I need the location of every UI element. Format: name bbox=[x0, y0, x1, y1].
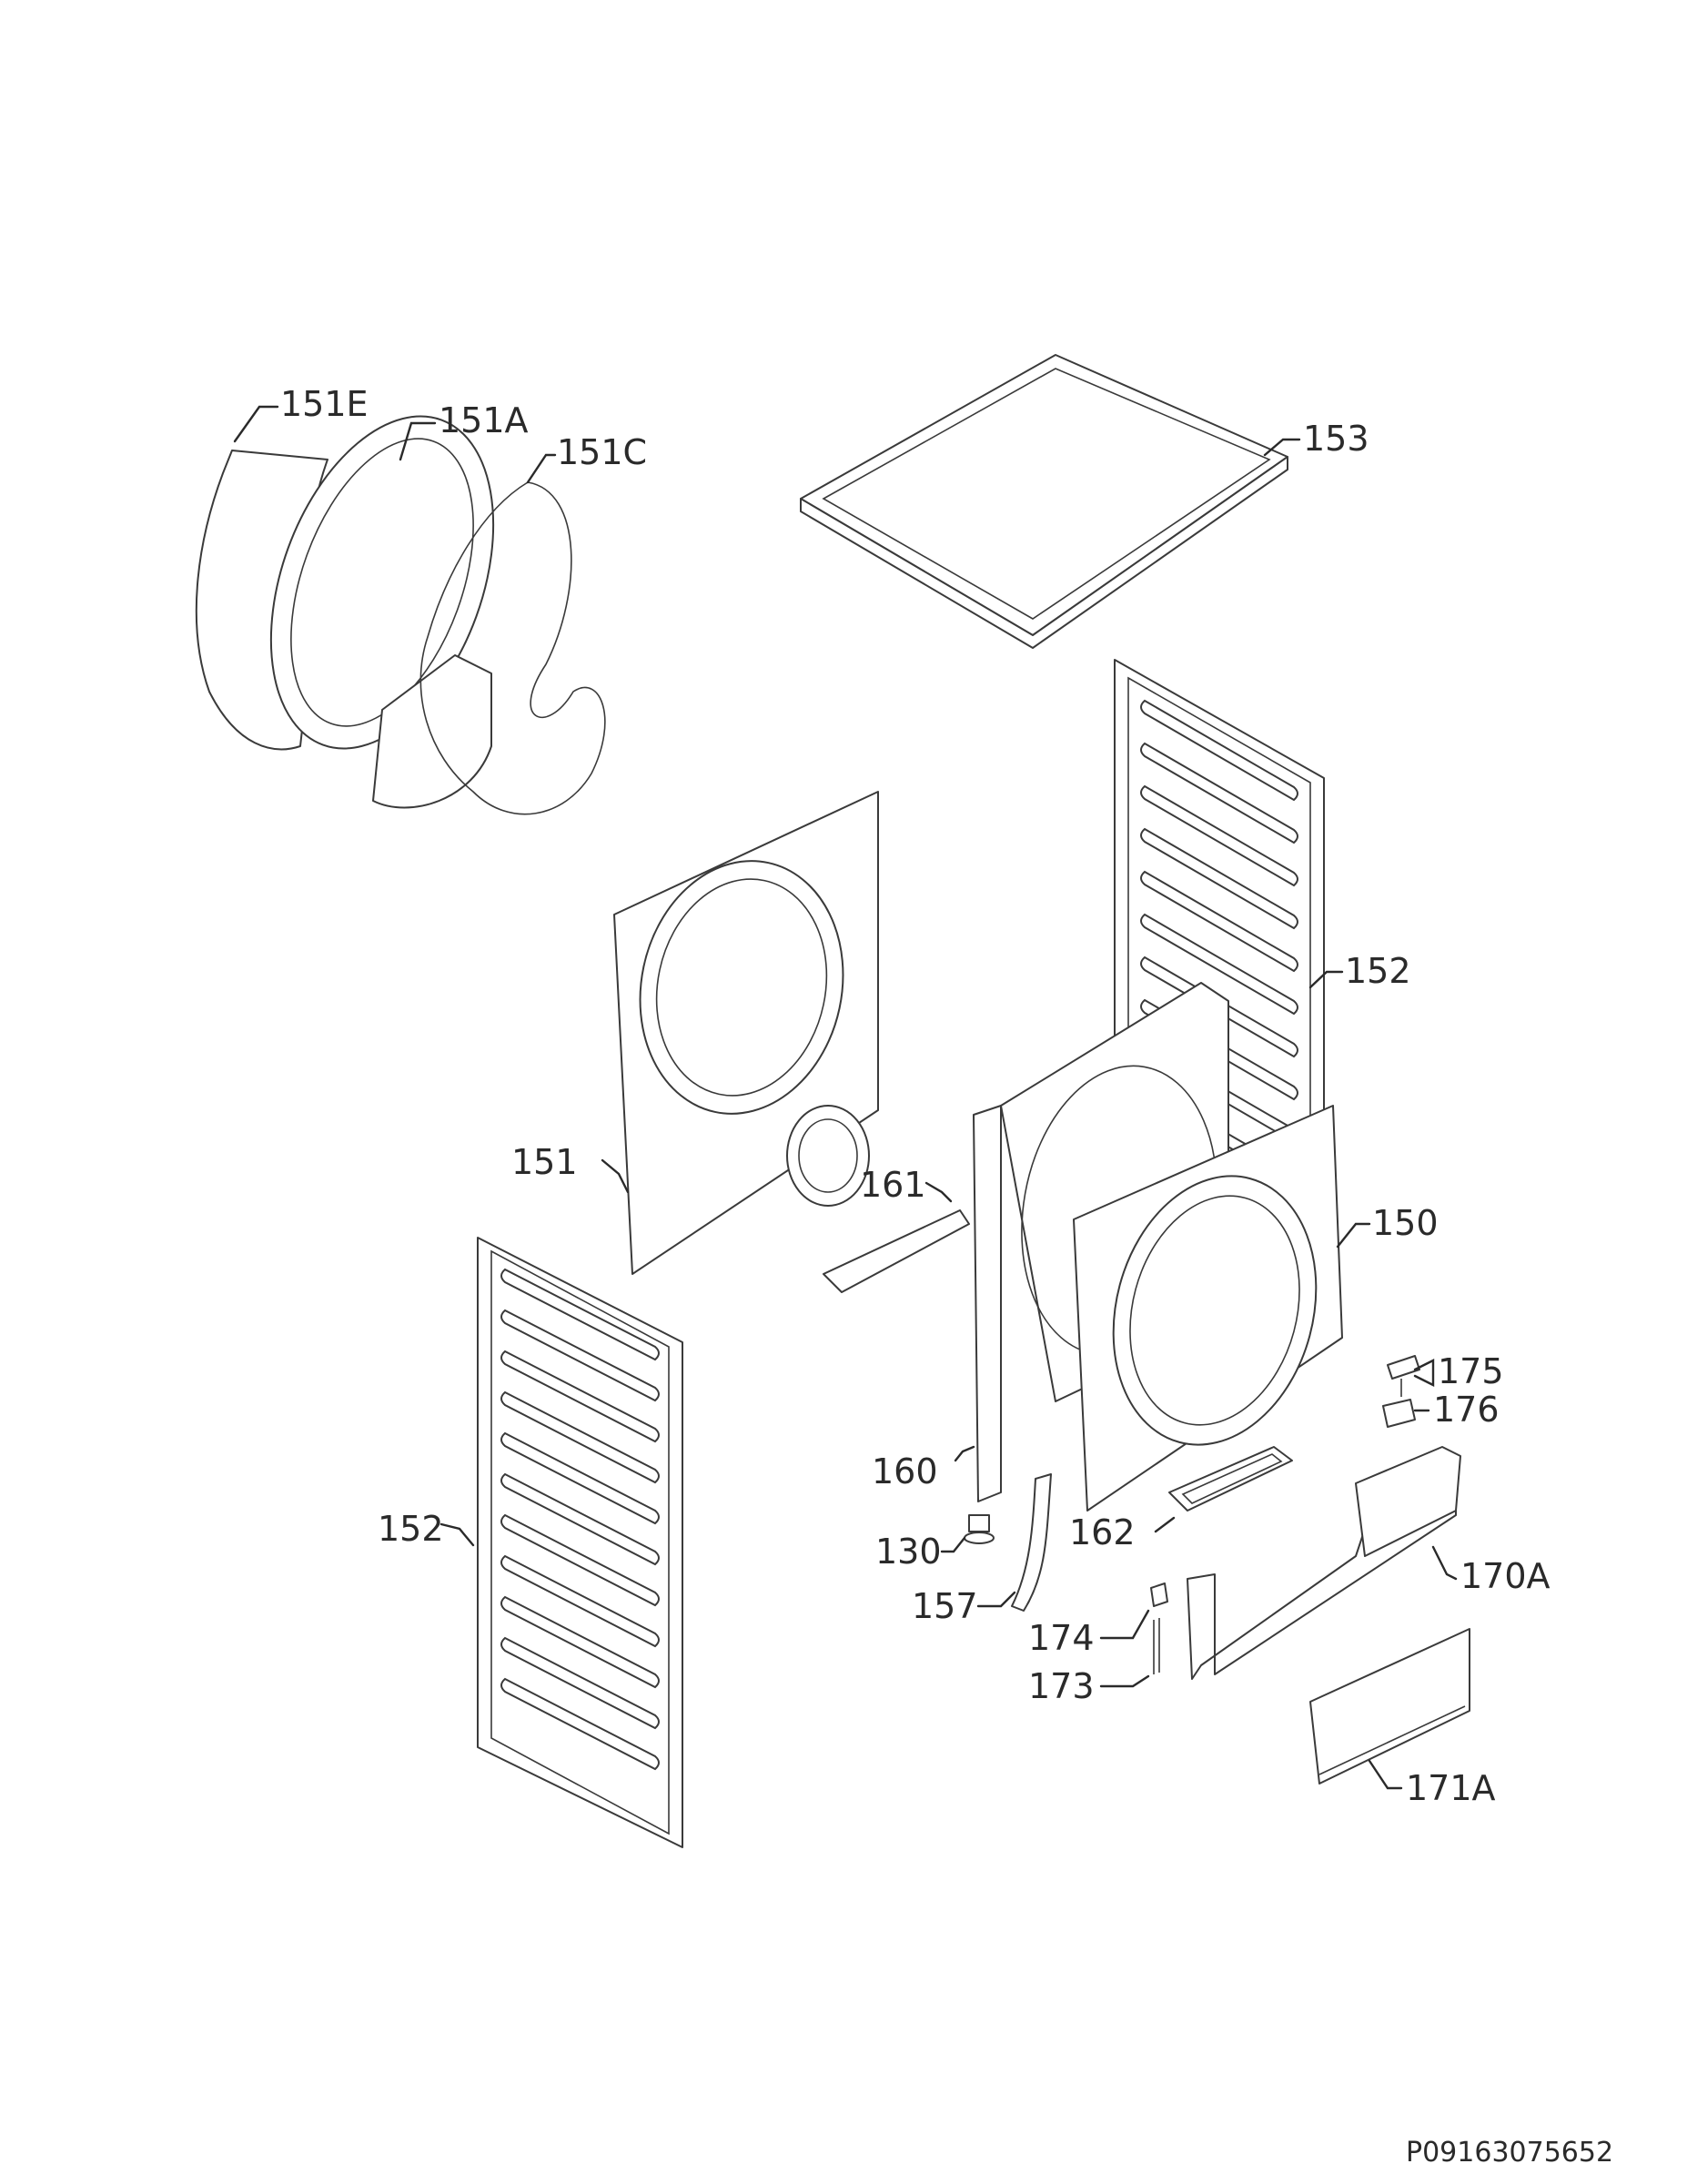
part-150-front-cabinet bbox=[1000, 982, 1343, 1512]
panel-slot bbox=[1140, 784, 1298, 887]
panel-slot bbox=[500, 1431, 660, 1525]
label-170A: 170A bbox=[1460, 1556, 1551, 1596]
label-152-top: 152 bbox=[1345, 951, 1411, 991]
part-175-latch bbox=[1387, 1355, 1420, 1397]
panel-slot bbox=[1140, 827, 1298, 930]
panel-slot bbox=[1140, 742, 1298, 844]
part-160-side-rail bbox=[973, 1105, 1002, 1502]
panel-slot bbox=[500, 1390, 660, 1484]
label-153: 153 bbox=[1303, 419, 1369, 459]
panel-slot bbox=[1140, 998, 1298, 1101]
label-175: 175 bbox=[1438, 1351, 1504, 1391]
panel-slot bbox=[500, 1309, 660, 1402]
label-151C: 151C bbox=[557, 432, 647, 472]
panel-slot bbox=[1140, 956, 1298, 1058]
label-152-bottom: 152 bbox=[378, 1509, 444, 1549]
panel-slot bbox=[500, 1595, 660, 1689]
part-170A-kickplate bbox=[1187, 1446, 1461, 1680]
panel-slot bbox=[500, 1268, 660, 1361]
panel-slot bbox=[1140, 870, 1298, 973]
label-150: 150 bbox=[1372, 1203, 1439, 1243]
panel-slot bbox=[500, 1472, 660, 1566]
part-161-bracket bbox=[823, 1209, 970, 1293]
label-176: 176 bbox=[1433, 1390, 1500, 1430]
part-151-front-frame bbox=[613, 791, 879, 1275]
label-151E: 151E bbox=[280, 384, 369, 424]
part-157-strip bbox=[1011, 1473, 1052, 1612]
leader-lines bbox=[233, 405, 1458, 1790]
label-130: 130 bbox=[875, 1532, 942, 1572]
panel-slot bbox=[500, 1677, 660, 1771]
label-173: 173 bbox=[1028, 1666, 1095, 1706]
panel-slot bbox=[500, 1554, 660, 1648]
part-173-rod bbox=[1153, 1618, 1160, 1674]
label-160: 160 bbox=[872, 1451, 938, 1491]
panel-slot bbox=[500, 1350, 660, 1443]
label-171A: 171A bbox=[1406, 1768, 1496, 1808]
part-171A-drawer bbox=[1309, 1628, 1470, 1785]
part-130-foot bbox=[964, 1514, 995, 1544]
part-labels: 151E 151A 151C 153 152 151 161 150 175 1… bbox=[280, 384, 1613, 2169]
label-151A: 151A bbox=[439, 400, 529, 440]
part-162-filter-frame bbox=[1168, 1446, 1293, 1512]
part-176-switch bbox=[1382, 1399, 1416, 1428]
part-153-top-panel bbox=[800, 354, 1288, 649]
panel-slot bbox=[500, 1513, 660, 1607]
part-151A-drum-ring bbox=[269, 415, 495, 809]
label-162: 162 bbox=[1069, 1512, 1136, 1552]
label-151: 151 bbox=[511, 1142, 578, 1182]
panel-slot bbox=[1140, 913, 1298, 1016]
part-174-clip bbox=[1150, 1582, 1168, 1607]
label-161: 161 bbox=[860, 1165, 926, 1205]
reference-code: P09163075652 bbox=[1406, 2137, 1613, 2169]
part-151C-seal-loop bbox=[419, 481, 606, 815]
label-174: 174 bbox=[1028, 1618, 1095, 1658]
part-152-left-side-panel bbox=[477, 1237, 683, 1848]
panel-slot bbox=[1140, 699, 1298, 802]
panel-slot bbox=[500, 1636, 660, 1730]
label-157: 157 bbox=[912, 1586, 978, 1626]
